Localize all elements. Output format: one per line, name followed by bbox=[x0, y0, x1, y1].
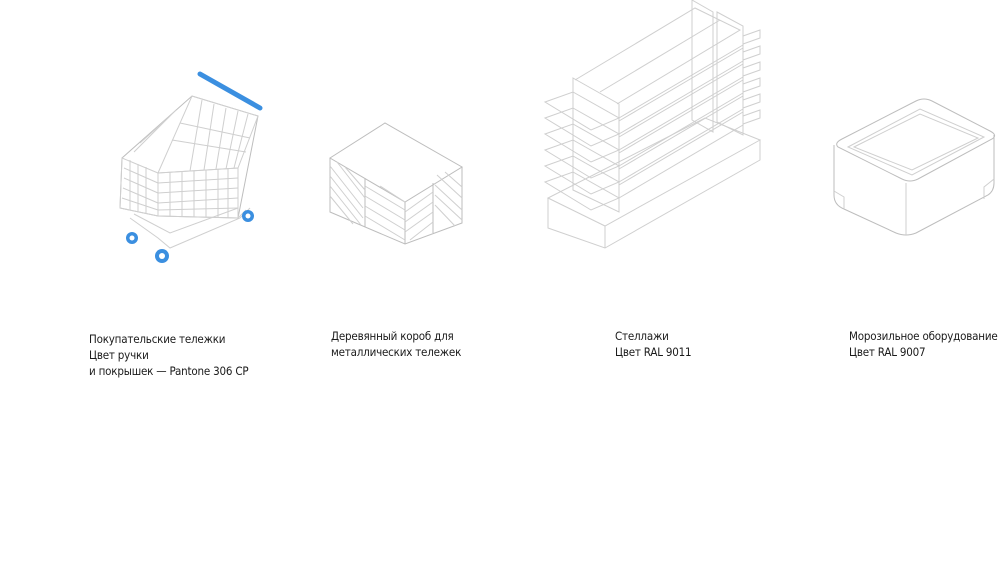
shopping-cart-icon bbox=[110, 68, 270, 268]
caption-line: Цвет RAL 9007 bbox=[849, 345, 926, 359]
freezer-caption: Морозильное оборудование Цвет RAL 9007 bbox=[849, 328, 998, 360]
shelving-rack-icon bbox=[543, 0, 765, 250]
box-caption: Деревянный короб для металлических тележ… bbox=[331, 328, 461, 360]
caption-line: Морозильное оборудование bbox=[849, 329, 998, 343]
cart-caption: Покупательские тележки Цвет ручки и покр… bbox=[89, 331, 249, 379]
caption-line: Деревянный короб для bbox=[331, 329, 454, 343]
caption-line: Стеллажи bbox=[615, 329, 669, 343]
caption-line: Цвет ручки bbox=[89, 348, 149, 362]
caption-line: Цвет RAL 9011 bbox=[615, 345, 692, 359]
shelving-caption: Стеллажи Цвет RAL 9011 bbox=[615, 328, 692, 360]
freezer-icon bbox=[830, 95, 1000, 240]
caption-line: и покрышек — Pantone 306 CP bbox=[89, 364, 249, 378]
wooden-box-icon bbox=[325, 120, 470, 250]
caption-line: Покупательские тележки bbox=[89, 332, 226, 346]
caption-line: металлических тележек bbox=[331, 345, 462, 359]
